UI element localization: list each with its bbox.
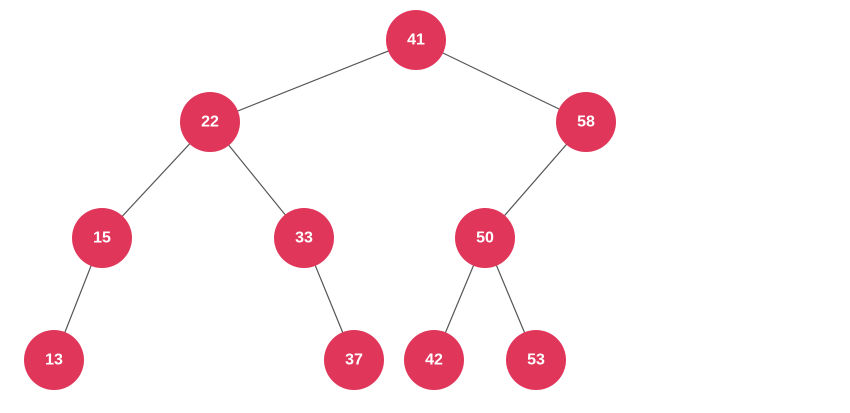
tree-edge-41-58 (415, 39, 587, 123)
tree-node-33: 33 (274, 208, 334, 268)
tree-node-53: 53 (506, 330, 566, 390)
node-label: 53 (527, 352, 545, 369)
node-label: 41 (407, 32, 425, 49)
tree-node-22: 22 (180, 92, 240, 152)
node-label: 22 (201, 114, 219, 131)
node-circle (556, 92, 616, 152)
node-circle (404, 330, 464, 390)
node-circle (274, 208, 334, 268)
tree-node-41: 41 (386, 10, 446, 70)
node-label: 50 (476, 230, 494, 247)
tree-node-15: 15 (72, 208, 132, 268)
node-circle (506, 330, 566, 390)
node-label: 58 (577, 114, 595, 131)
node-circle (455, 208, 515, 268)
tree-node-58: 58 (556, 92, 616, 152)
node-label: 42 (425, 352, 443, 369)
node-label: 33 (295, 230, 313, 247)
node-circle (324, 330, 384, 390)
node-circle (386, 10, 446, 70)
node-circle (180, 92, 240, 152)
edges-layer (53, 39, 587, 361)
node-label: 13 (45, 352, 63, 369)
tree-node-42: 42 (404, 330, 464, 390)
node-circle (72, 208, 132, 268)
node-label: 15 (93, 230, 111, 247)
tree-node-13: 13 (24, 330, 84, 390)
node-circle (24, 330, 84, 390)
tree-edge-41-22 (209, 39, 417, 123)
node-label: 37 (345, 352, 363, 369)
tree-node-50: 50 (455, 208, 515, 268)
tree-node-37: 37 (324, 330, 384, 390)
nodes-layer: 41 22 58 15 33 50 (24, 10, 616, 390)
